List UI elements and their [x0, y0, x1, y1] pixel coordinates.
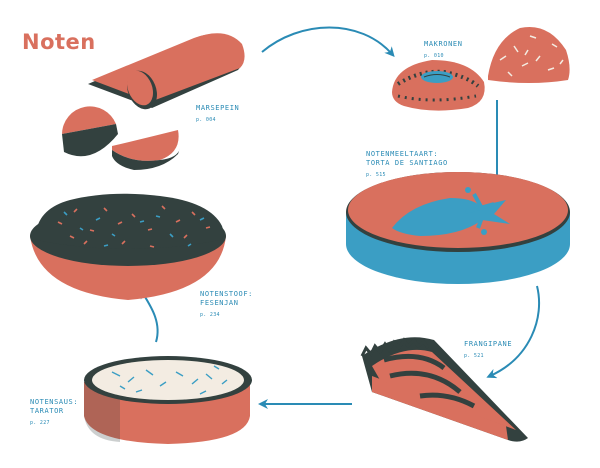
label-tarator-name: NOTENSAUS: TARATOR	[30, 398, 79, 415]
label-marsepein: MARSEPEIN p. 004	[196, 104, 239, 125]
label-frangipane: FRANGIPANE p. 521	[464, 340, 512, 361]
label-torta-de-santiago: NOTENMEELTAART: TORTA DE SANTIAGO p. 515	[366, 150, 448, 180]
fesenjan-illustration	[30, 193, 226, 300]
makronen-illustration	[392, 26, 570, 111]
torta-de-santiago-illustration	[346, 172, 570, 284]
arrow-marsepein-to-makronen	[261, 26, 395, 57]
label-fesenjan-page: p. 234	[200, 312, 220, 318]
label-marsepein-page: p. 004	[196, 117, 216, 123]
marsepein-illustration	[62, 33, 245, 170]
label-makronen-name: MAKRONEN	[424, 40, 463, 48]
label-marsepein-name: MARSEPEIN	[196, 104, 240, 112]
tarator-illustration	[84, 356, 252, 444]
label-makronen: MAKRONEN p. 010	[424, 40, 463, 61]
arrow-torta-to-frangipane	[486, 285, 541, 379]
arrow-tarator-to-fesenjan	[139, 288, 159, 343]
label-frangipane-page: p. 521	[464, 353, 484, 359]
frangipane-illustration	[360, 337, 528, 442]
label-fesenjan: NOTENSTOOF: FESENJAN p. 234	[200, 290, 253, 320]
label-tarator-page: p. 227	[30, 420, 50, 426]
label-fesenjan-name: NOTENSTOOF: FESENJAN	[200, 290, 253, 307]
label-torta-de-santiago-name: NOTENMEELTAART: TORTA DE SANTIAGO	[366, 150, 448, 167]
label-makronen-page: p. 010	[424, 53, 444, 59]
page-title: Noten	[22, 30, 96, 54]
label-tarator: NOTENSAUS: TARATOR p. 227	[30, 398, 78, 428]
label-torta-de-santiago-page: p. 515	[366, 172, 386, 178]
label-frangipane-name: FRANGIPANE	[464, 340, 513, 348]
